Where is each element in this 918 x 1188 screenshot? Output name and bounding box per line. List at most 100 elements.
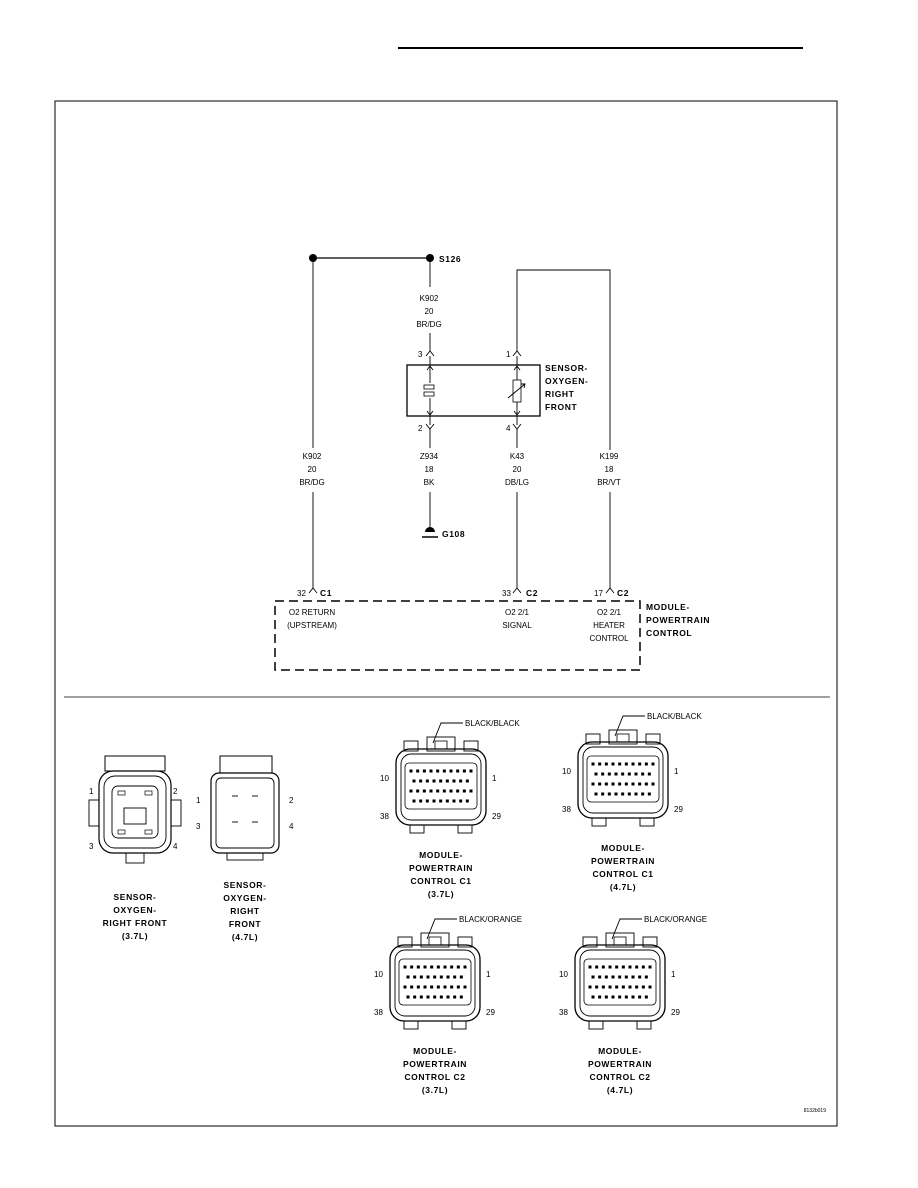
connector-pin: 38 [380, 812, 389, 821]
pin-cavity [452, 799, 456, 803]
connector-pin: 1 [492, 774, 497, 783]
pcm-pin: 33 [502, 589, 511, 598]
pin-cavity [631, 995, 635, 999]
pcm-terminal-desc: O2 2/1 [505, 608, 530, 617]
connector-caption: FRONT [229, 919, 261, 929]
pin-cavity [591, 995, 595, 999]
pin-cavity [439, 779, 443, 783]
pin-cavity [608, 985, 612, 989]
sensor-pin-4: 4 [506, 424, 511, 433]
connector-pin: 2 [173, 787, 178, 796]
pin-cavity [631, 975, 635, 979]
wire-circuit: K199 [600, 452, 619, 461]
pin-cavity [416, 985, 420, 989]
pin-cavity [631, 762, 635, 766]
pin-cavity [591, 762, 595, 766]
wire-gauge: 18 [425, 465, 434, 474]
connector-pin: 2 [289, 796, 294, 805]
wire-color: BK [424, 478, 435, 487]
pcm-connector: C2 [617, 588, 629, 598]
pin-cavity [469, 789, 473, 793]
connector-caption: (3.7L) [122, 931, 148, 941]
pin-cavity [459, 779, 463, 783]
connector-pin: 1 [674, 767, 679, 776]
pin-cavity [618, 782, 622, 786]
pin-cavity [601, 985, 605, 989]
leader-line [614, 715, 645, 737]
pin-cavity [453, 995, 457, 999]
pcm-label-line: POWERTRAIN [646, 615, 710, 625]
pin-cavity [594, 772, 598, 776]
pcm-terminal-desc: (UPSTREAM) [287, 621, 337, 630]
pin-cavity [412, 779, 416, 783]
pin-cavity [410, 985, 414, 989]
figure-border [54, 100, 838, 1127]
pin-cavity [403, 985, 407, 989]
pin-cavity [429, 769, 433, 773]
pin-cavity [607, 772, 611, 776]
pin-cavity [406, 995, 410, 999]
pin-cavity [621, 985, 625, 989]
connector-shell [395, 748, 487, 826]
connector-caption: SENSOR- [224, 880, 267, 890]
wire-gauge: 20 [425, 307, 434, 316]
connector-pin: 38 [374, 1008, 383, 1017]
connector-caption: POWERTRAIN [409, 863, 473, 873]
pin-cavity [463, 965, 467, 969]
connector-pin: 3 [89, 842, 94, 851]
pin-cavity [459, 799, 463, 803]
pin-cavity [452, 779, 456, 783]
connector-caption: CONTROL C1 [592, 869, 653, 879]
pcm-terminal-desc: O2 2/1 [597, 608, 622, 617]
leader-line [611, 918, 642, 940]
pin-cavity [638, 975, 642, 979]
connector-caption: SENSOR- [114, 892, 157, 902]
pin-cavity [446, 995, 450, 999]
pin-cavity [456, 769, 460, 773]
pin-cavity [638, 782, 642, 786]
pin-cavity [611, 782, 615, 786]
pin-cavity [465, 799, 469, 803]
connector-caption: RIGHT [230, 906, 260, 916]
leader-line [426, 918, 457, 940]
pin-cavity [598, 762, 602, 766]
pin-cavity [430, 965, 434, 969]
ground-label: G108 [442, 529, 465, 539]
pin-cavity [591, 975, 595, 979]
pcm-terminal-desc: CONTROL [589, 634, 629, 643]
wire-color: BR/DG [299, 478, 324, 487]
pin-cavity [439, 995, 443, 999]
pin-cavity [412, 799, 416, 803]
pin-cavity [595, 985, 599, 989]
connector-shell [574, 944, 666, 1022]
pin-cavity [635, 965, 639, 969]
pin-cavity [409, 769, 413, 773]
pcm-connector: C2 [526, 588, 538, 598]
connector-sensor-4-7l: 1 2 3 4 SENSOR- OXYGEN- RIGHT FRONT (4.7… [196, 755, 294, 942]
pin-cavity [621, 792, 625, 796]
figure-id: 8132b019 [804, 1108, 826, 1114]
pin-cavity [432, 799, 436, 803]
pin-cavity [442, 789, 446, 793]
connector-pin: 29 [671, 1008, 680, 1017]
pin-cavity [615, 965, 619, 969]
pcm-pin: 17 [594, 589, 603, 598]
pin-cavity [621, 965, 625, 969]
sensor-pin-2: 2 [418, 424, 423, 433]
pin-cavity [439, 799, 443, 803]
pin-cavity [647, 792, 651, 796]
pin-cavity [425, 779, 429, 783]
pin-cavity [416, 769, 420, 773]
pin-cavity [624, 995, 628, 999]
connector-caption: MODULE- [419, 850, 463, 860]
connector-pin: 29 [486, 1008, 495, 1017]
pin-cavity [631, 782, 635, 786]
pin-1-terminal [512, 350, 522, 357]
pin-cavity [445, 799, 449, 803]
connector-caption: CONTROL C2 [589, 1072, 650, 1082]
pin-cavity [419, 975, 423, 979]
pcm-terminal-desc: HEATER [593, 621, 625, 630]
